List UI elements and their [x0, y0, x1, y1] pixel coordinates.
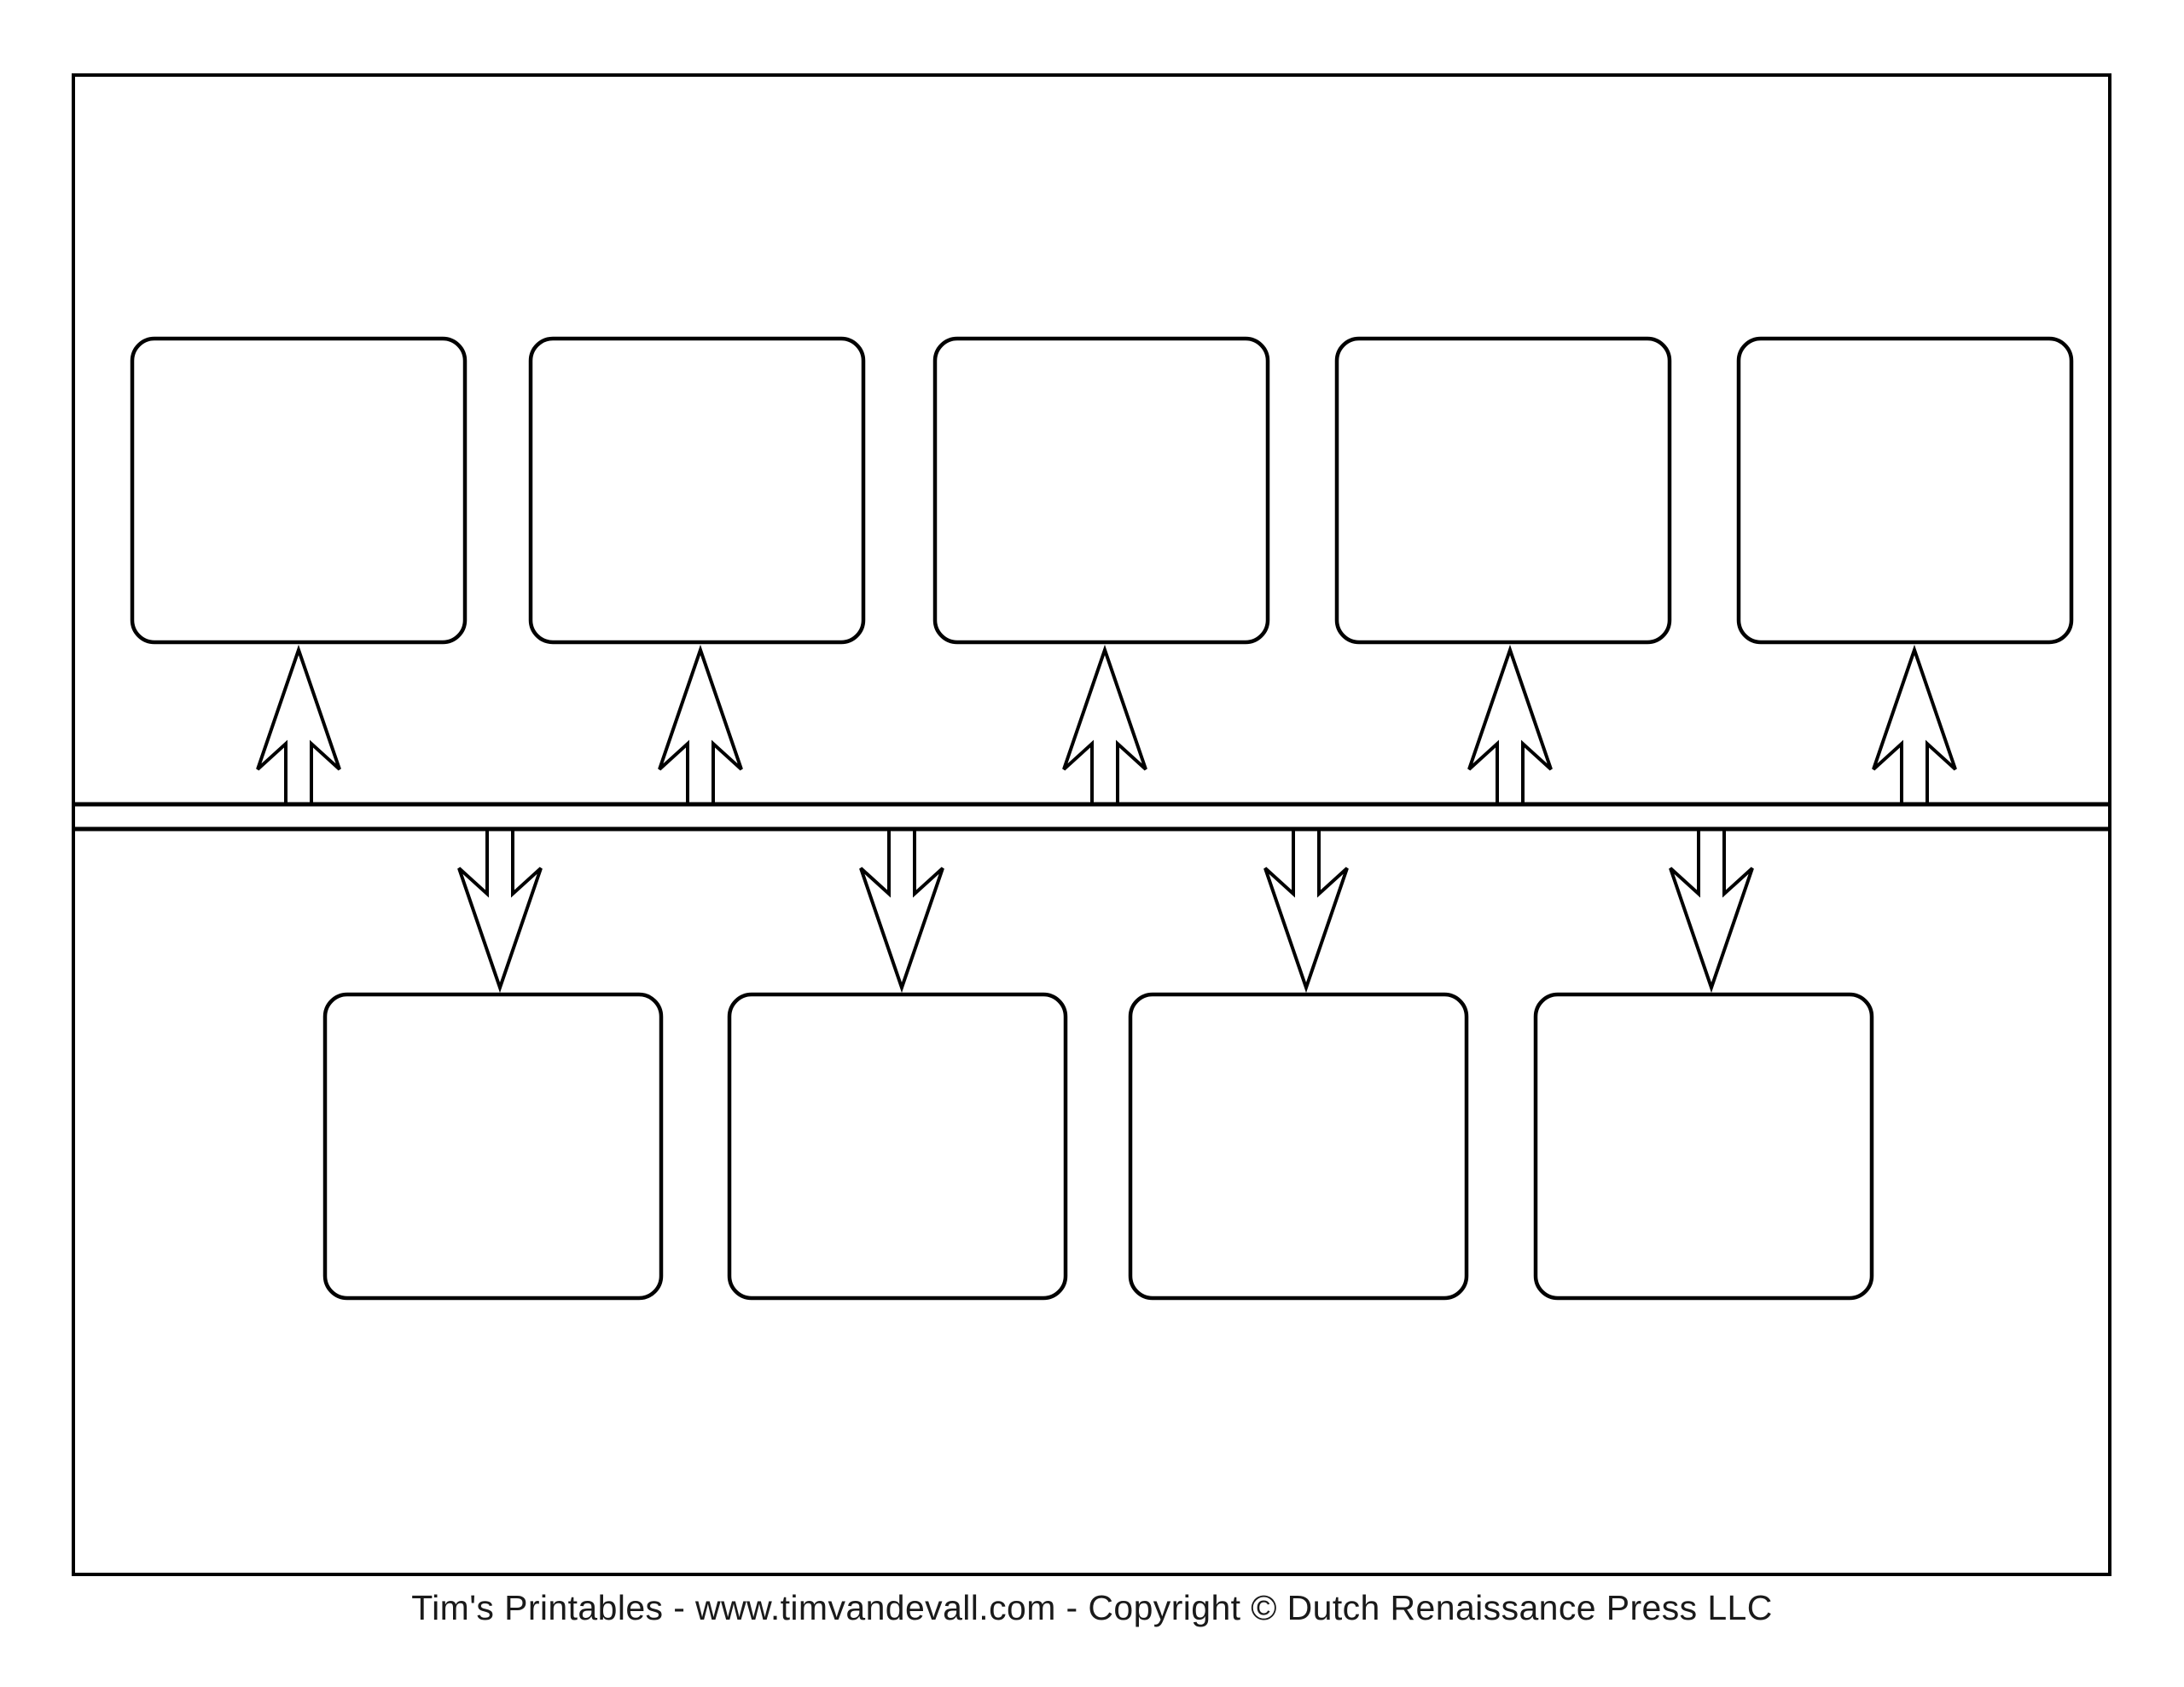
top-box-1[interactable] — [130, 336, 468, 645]
top-box-2[interactable] — [528, 336, 866, 645]
up-arrow-5 — [1872, 644, 1957, 804]
top-box-3[interactable] — [932, 336, 1270, 645]
down-arrow-1 — [457, 829, 543, 994]
down-arrow-3 — [1263, 829, 1349, 994]
copyright-credit: Tim's Printables - www.timvandevall.com … — [411, 1588, 1773, 1627]
bottom-box-2[interactable] — [727, 992, 1068, 1301]
up-arrow-4 — [1467, 644, 1553, 804]
up-arrow-1 — [256, 644, 341, 804]
down-arrow-row — [457, 829, 1754, 994]
bottom-box-4[interactable] — [1533, 992, 1874, 1301]
up-arrow-2 — [658, 644, 743, 804]
worksheet-border — [72, 73, 2111, 1576]
down-arrow-4 — [1669, 829, 1754, 994]
down-arrow-2 — [859, 829, 944, 994]
bottom-box-3[interactable] — [1128, 992, 1469, 1301]
top-box-4[interactable] — [1334, 336, 1672, 645]
bottom-event-box-row — [322, 992, 1874, 1301]
top-box-5[interactable] — [1736, 336, 2074, 645]
up-arrow-row — [256, 644, 1957, 804]
up-arrow-3 — [1062, 644, 1147, 804]
top-event-box-row — [130, 336, 2074, 645]
bottom-box-1[interactable] — [322, 992, 664, 1301]
